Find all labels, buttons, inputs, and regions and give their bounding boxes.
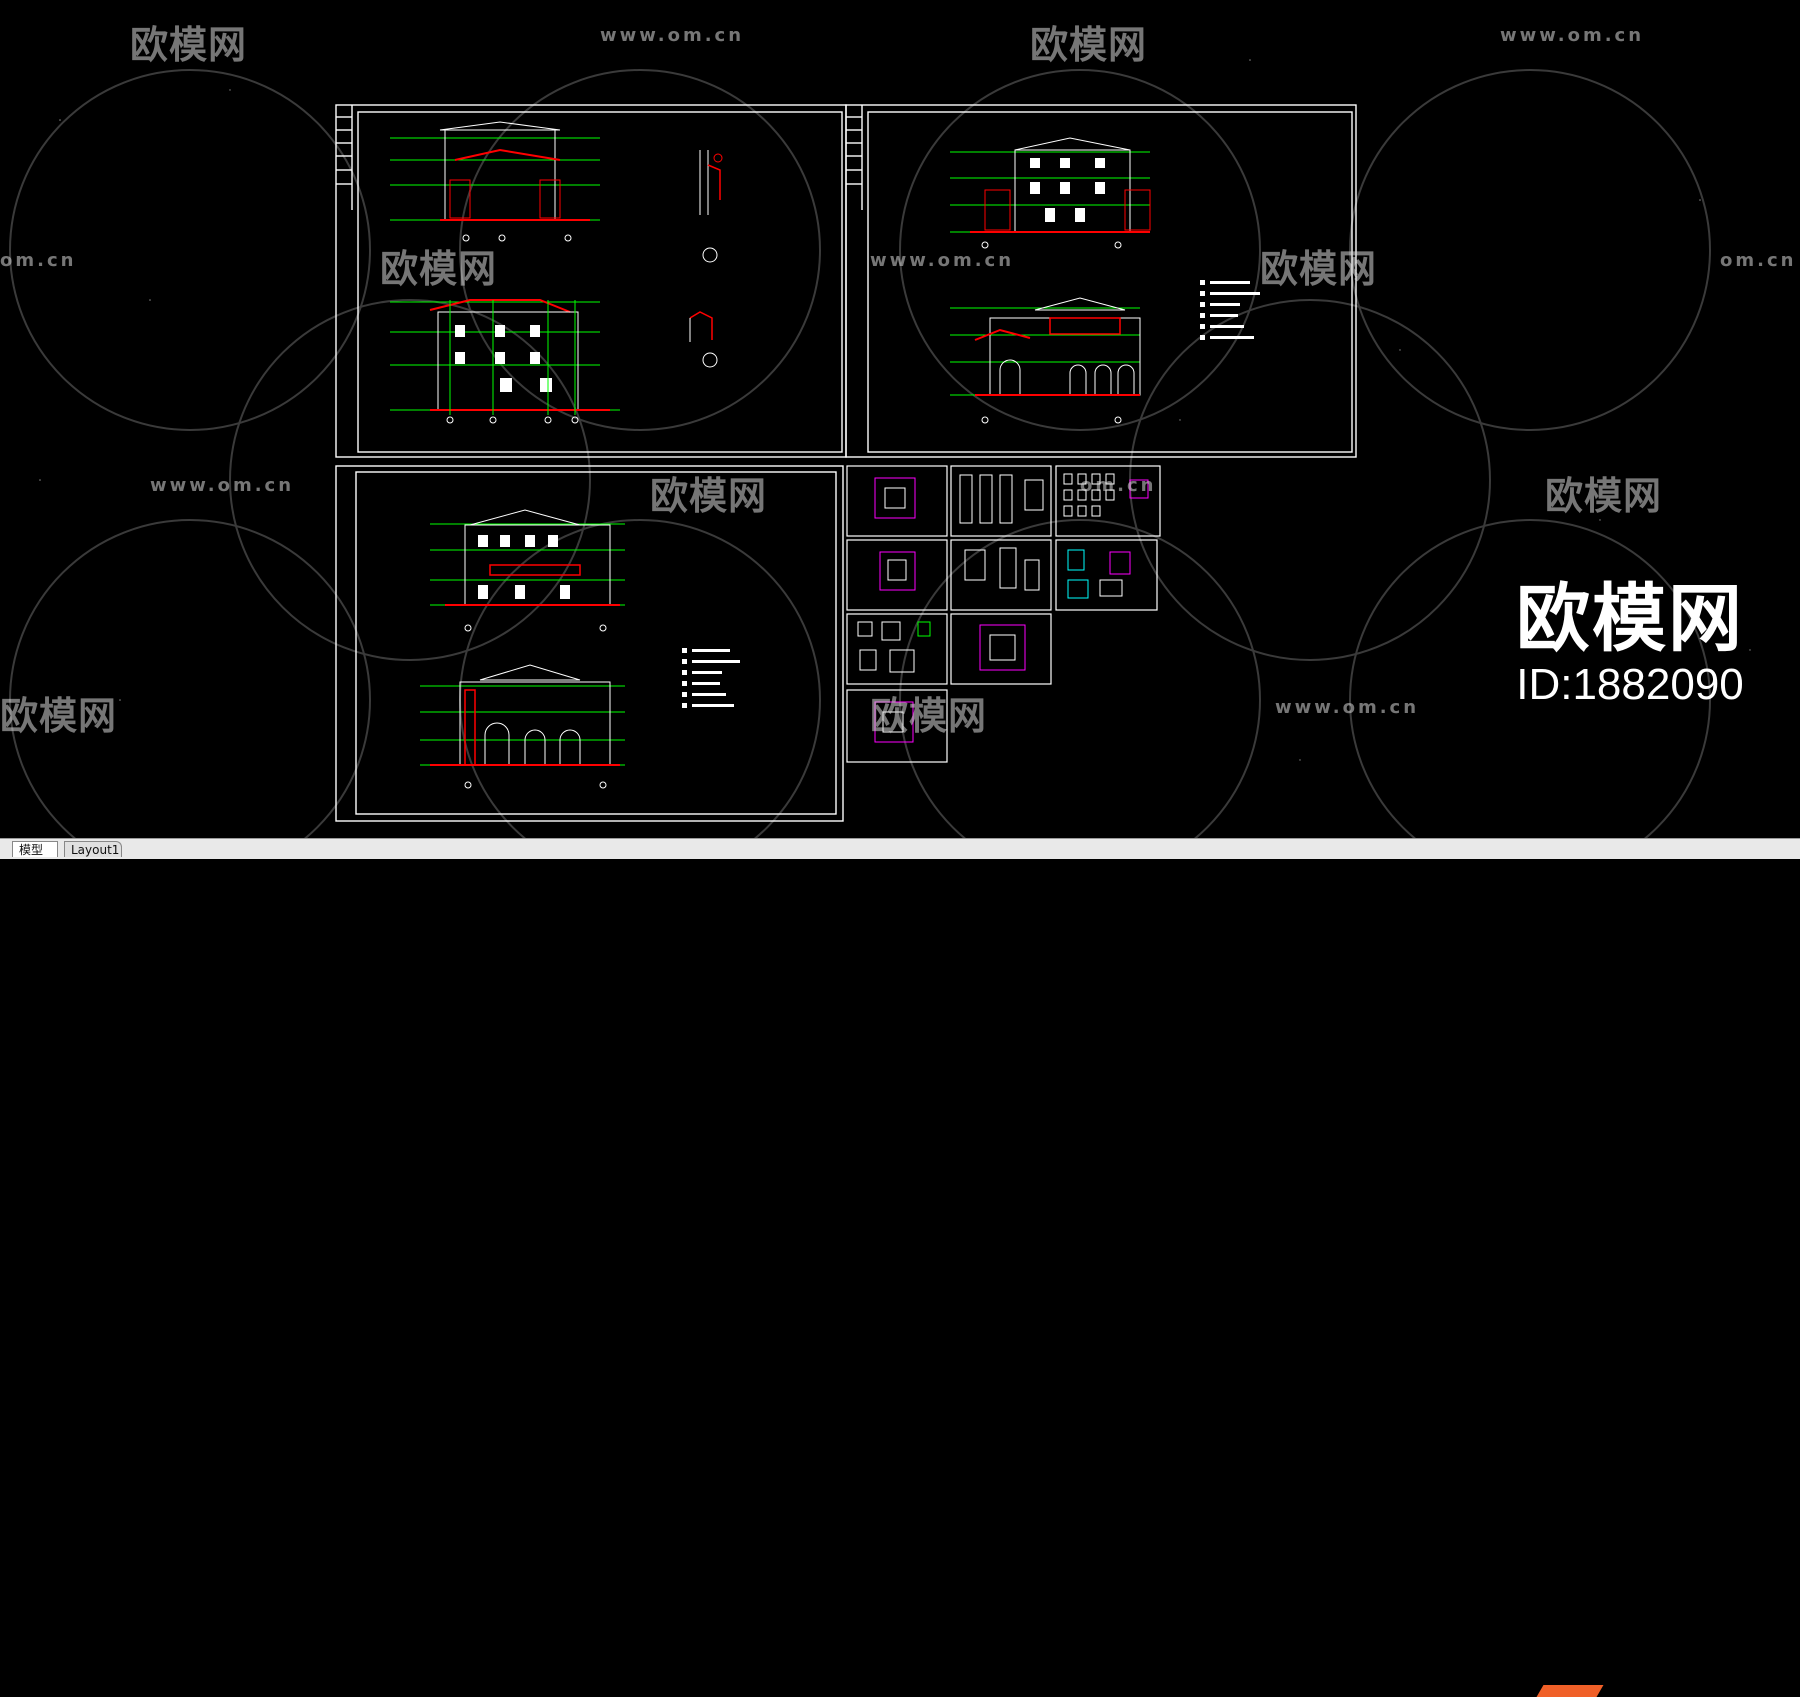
tab-model[interactable]: 模型 — [12, 841, 58, 857]
watermark-logo-text: 欧模网 — [1260, 247, 1378, 291]
watermark-url: www.om.cn — [150, 475, 294, 496]
watermark-logo-text: 欧模网 — [0, 694, 118, 738]
brand-name: 欧模网 — [1516, 576, 1744, 662]
orange-stripe — [1536, 1685, 1604, 1697]
watermark-url: www.om.cn — [1500, 25, 1644, 46]
watermark-url-text: www.om.cn — [150, 475, 295, 496]
watermark-logo-text: 欧模网 — [650, 474, 768, 518]
watermark-url: om.cn — [0, 250, 76, 271]
small-sheets — [846, 465, 1161, 763]
elevation-b — [950, 297, 1141, 424]
watermark-url-text: www.om.cn — [1275, 697, 1420, 718]
watermark-url-text: om.cn — [1080, 475, 1157, 496]
notes-list-2 — [682, 648, 740, 708]
watermark-url: www.om.cn — [1275, 697, 1419, 718]
watermark-logo: 欧模网 — [0, 685, 117, 740]
watermark-logo: 欧模网 — [1545, 465, 1662, 520]
notes-list — [1200, 280, 1260, 340]
watermark-url-text: www.om.cn — [1500, 25, 1645, 46]
watermark-circles — [9, 69, 1711, 838]
detail-drawings — [689, 150, 723, 368]
elevation-c — [430, 509, 625, 632]
watermark-logo-text: 欧模网 — [1030, 23, 1148, 67]
watermark-logo: 欧模网 — [1030, 14, 1147, 69]
watermark-logo: 欧模网 — [1260, 238, 1377, 293]
building-section-a — [390, 121, 600, 242]
model-space-canvas[interactable]: 欧模网 www.om.cn 欧模网 www.om.cn om.cn 欧模网 ww… — [0, 0, 1800, 838]
cad-drawing — [9, 59, 1751, 838]
watermark-logo-text: 欧模网 — [870, 694, 988, 738]
elevation-a — [950, 137, 1151, 249]
resource-id: ID:1882090 — [1516, 660, 1744, 709]
watermark-url: om.cn — [1720, 250, 1796, 271]
watermark-url-text: om.cn — [0, 250, 77, 271]
building-section-b — [390, 299, 620, 424]
watermark-url: om.cn — [1080, 475, 1156, 496]
background-specks — [39, 59, 1751, 761]
watermark-logo-text: 欧模网 — [1545, 474, 1663, 518]
watermark-logo-text: 欧模网 — [380, 247, 498, 291]
sheet-elevations-2 — [335, 465, 844, 822]
watermark-logo: 欧模网 — [130, 14, 247, 69]
watermark-logo: 欧模网 — [380, 238, 497, 293]
watermark-logo: 欧模网 — [870, 685, 987, 740]
watermark-url: www.om.cn — [600, 25, 744, 46]
watermark-logo: 欧模网 — [650, 465, 767, 520]
watermark-url-text: om.cn — [1720, 250, 1797, 271]
elevation-d — [420, 664, 625, 789]
small-sheet-plans — [857, 473, 1149, 743]
sheet-elevations — [845, 104, 1357, 458]
watermark-url-text: www.om.cn — [870, 250, 1015, 271]
watermark-url-text: www.om.cn — [600, 25, 745, 46]
tab-layout1[interactable]: Layout1 — [64, 841, 122, 857]
layout-tab-bar: 模型 Layout1 — [0, 838, 1800, 1697]
watermark-logo-text: 欧模网 — [130, 23, 248, 67]
watermark-url: www.om.cn — [870, 250, 1014, 271]
brand-badge: 欧模网 ID:1882090 — [1516, 578, 1744, 710]
